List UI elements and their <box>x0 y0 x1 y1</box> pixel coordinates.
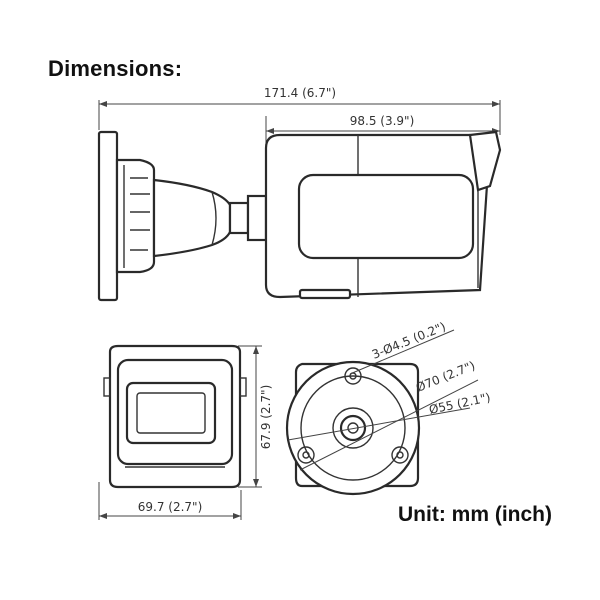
body-side-panel <box>297 173 475 260</box>
front-window <box>125 381 217 445</box>
width-label: 69.7 (2.7") <box>138 500 203 514</box>
holes-label: 3-Ø4.5 (0.2") <box>370 319 448 361</box>
mount-base <box>115 158 156 274</box>
outer-diameter-label: Ø70 (2.7") <box>414 358 477 394</box>
mount-collar <box>246 194 268 242</box>
cable-connector <box>298 288 352 300</box>
screw-hole-top <box>344 367 362 385</box>
body-length-label: 98.5 (3.9") <box>350 114 415 128</box>
front-view: 67.9 (2.7") 69.7 (2.7") <box>98 344 273 520</box>
base-view: 3-Ø4.5 (0.2") Ø70 (2.7") Ø55 (2.1") <box>285 319 492 496</box>
sunshield <box>468 130 502 192</box>
cable-hole <box>339 414 367 442</box>
inner-diameter-label: Ø55 (2.1") <box>428 390 492 417</box>
unit-label: Unit: mm (inch) <box>398 503 552 526</box>
screw-hole-left <box>297 446 315 464</box>
overall-length-label: 171.4 (6.7") <box>264 86 336 100</box>
height-label: 67.9 (2.7") <box>259 385 273 450</box>
wall-plate <box>97 130 119 302</box>
mount-shaft <box>228 201 250 235</box>
ball-joint <box>152 178 232 258</box>
side-view: 171.4 (6.7") 98.5 (3.9") <box>97 86 502 302</box>
dimensions-heading: Dimensions: <box>48 56 183 81</box>
screw-hole-right <box>391 446 409 464</box>
